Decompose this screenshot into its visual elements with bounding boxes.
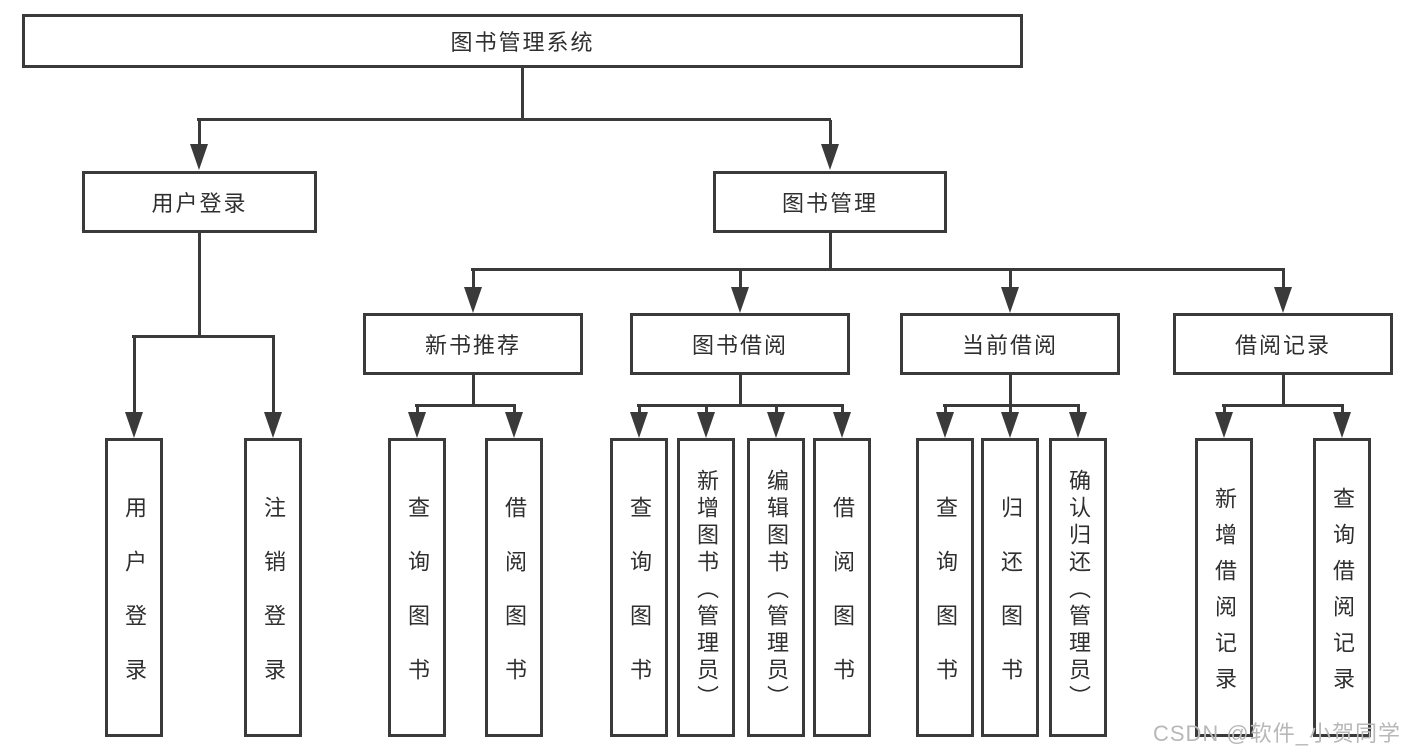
node-label: 用户登录	[122, 495, 147, 712]
node-label: 新增借阅记录	[1212, 486, 1237, 703]
node-label: 查询借阅记录	[1330, 486, 1355, 703]
node-label: 用户登录	[151, 191, 248, 216]
leaf-confirm-return-admin: 确认归还（管理员）	[1049, 438, 1107, 737]
leaf-query-borrow-record: 查询借阅记录	[1313, 438, 1371, 737]
connector-line	[705, 406, 708, 416]
arrowhead-icon	[1215, 412, 1233, 438]
node-book-management: 图书管理	[713, 171, 947, 233]
node-label: 借阅图书	[502, 495, 527, 712]
connector-line	[197, 118, 831, 121]
connector-line	[272, 337, 275, 416]
node-label: 图书管理系统	[450, 30, 595, 55]
connector-line	[472, 270, 475, 291]
node-label: 确认归还（管理员）	[1066, 468, 1091, 712]
arrowhead-icon	[464, 287, 482, 313]
node-label: 新书推荐	[424, 333, 521, 358]
connector-line	[841, 406, 844, 416]
connector-line	[513, 406, 516, 416]
arrowhead-icon	[1001, 287, 1019, 313]
connector-line	[829, 120, 832, 148]
node-label: 查询图书	[933, 495, 958, 712]
connector-line	[1222, 404, 1344, 407]
connector-line	[829, 233, 832, 270]
arrowhead-icon	[833, 412, 851, 438]
connector-line	[739, 270, 742, 291]
connector-line	[1009, 270, 1012, 291]
node-label: 新增图书（管理员）	[694, 468, 719, 712]
arrowhead-icon	[190, 144, 208, 170]
arrowhead-icon	[1274, 287, 1292, 313]
leaf-query-books-borrowing: 查询图书	[610, 438, 668, 737]
leaf-add-borrow-record: 新增借阅记录	[1195, 438, 1253, 737]
connector-line	[416, 406, 419, 416]
node-label: 归还图书	[998, 495, 1023, 712]
arrowhead-icon	[731, 287, 749, 313]
node-label: 查询图书	[627, 495, 652, 712]
arrowhead-icon	[767, 412, 785, 438]
node-current-borrowing: 当前借阅	[900, 313, 1120, 375]
node-label: 图书管理	[781, 191, 878, 216]
arrowhead-icon	[821, 144, 839, 170]
connector-line	[944, 406, 947, 416]
node-label: 当前借阅	[961, 333, 1058, 358]
connector-line	[739, 375, 742, 406]
connector-line	[198, 120, 201, 148]
watermark: CSDN @软件_小贺同学	[1152, 721, 1401, 746]
leaf-borrow-books-recommend: 借阅图书	[485, 438, 543, 737]
arrowhead-icon	[505, 412, 523, 438]
arrowhead-icon	[1001, 412, 1019, 438]
node-label: 借阅图书	[830, 495, 855, 712]
connector-line	[1282, 375, 1285, 406]
arrowhead-icon	[264, 412, 282, 438]
leaf-add-book-admin: 新增图书（管理员）	[677, 438, 735, 737]
arrowhead-icon	[697, 412, 715, 438]
node-new-book-recommend: 新书推荐	[363, 313, 583, 375]
node-book-borrowing: 图书借阅	[630, 313, 850, 375]
connector-line	[521, 68, 524, 120]
leaf-query-books-recommend: 查询图书	[388, 438, 446, 737]
leaf-logout: 注销登录	[244, 438, 302, 737]
connector-line	[132, 335, 275, 338]
node-label: 图书借阅	[691, 333, 788, 358]
connector-line	[1077, 406, 1080, 416]
connector-line	[472, 375, 475, 406]
connector-line	[1341, 406, 1344, 416]
connector-line	[1009, 375, 1012, 406]
connector-line	[1282, 270, 1285, 291]
leaf-return-books: 归还图书	[981, 438, 1039, 737]
arrowhead-icon	[125, 412, 143, 438]
connector-line	[775, 406, 778, 416]
node-borrow-records: 借阅记录	[1173, 313, 1393, 375]
arrowhead-icon	[936, 412, 954, 438]
leaf-edit-book-admin: 编辑图书（管理员）	[747, 438, 805, 737]
connector-line	[133, 337, 136, 416]
node-user-login: 用户登录	[82, 171, 317, 233]
node-label: 查询图书	[405, 495, 430, 712]
leaf-user-login: 用户登录	[105, 438, 163, 737]
arrowhead-icon	[1333, 412, 1351, 438]
connector-line	[198, 233, 201, 337]
node-root-library-system: 图书管理系统	[22, 14, 1023, 68]
arrowhead-icon	[408, 412, 426, 438]
connector-line	[415, 404, 516, 407]
connector-line	[1009, 406, 1012, 416]
node-label: 编辑图书（管理员）	[764, 468, 789, 712]
node-label: 借阅记录	[1234, 333, 1331, 358]
connector-line	[1223, 406, 1226, 416]
node-label: 注销登录	[261, 495, 286, 712]
arrowhead-icon	[630, 412, 648, 438]
leaf-borrow-books-borrowing: 借阅图书	[813, 438, 871, 737]
leaf-query-books-current: 查询图书	[916, 438, 974, 737]
connector-line	[943, 404, 1080, 407]
connector-line	[638, 406, 641, 416]
arrowhead-icon	[1069, 412, 1087, 438]
connector-line	[637, 404, 844, 407]
connector-line	[471, 268, 1285, 271]
